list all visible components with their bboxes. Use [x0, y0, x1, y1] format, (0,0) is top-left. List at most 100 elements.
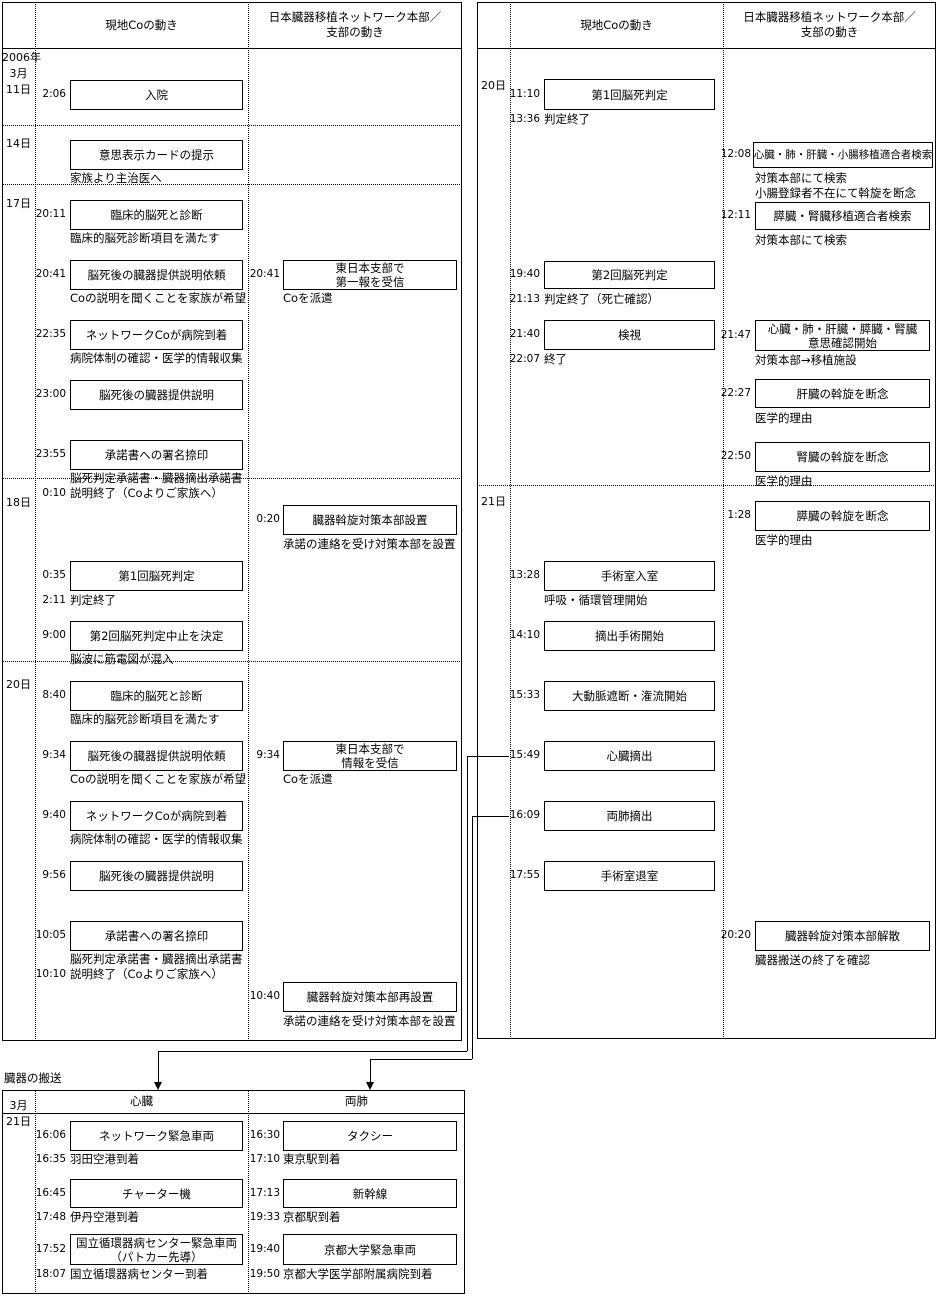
- event-time: 17:13: [249, 1187, 280, 1199]
- event-note: 対策本部にて検索: [755, 171, 847, 185]
- event-note: 臨床的脳死診断項目を満たす: [70, 231, 220, 245]
- event-box: 第1回脳死判定: [70, 561, 243, 591]
- lungs-extraction-to-transport-arrowhead-icon: [366, 1082, 374, 1090]
- left-date-label: 14日: [2, 136, 35, 152]
- lungs-extraction-to-transport-segment: [472, 816, 509, 817]
- event-note: 羽田空港到着: [70, 1152, 139, 1166]
- event-time: 9:56: [42, 869, 66, 881]
- event-box-label: 新幹線: [352, 1186, 388, 1201]
- event-time: 14:10: [509, 629, 540, 641]
- event-box: 臨床的脳死と診断: [70, 200, 243, 230]
- event-note: 判定終了: [70, 593, 116, 607]
- event-note: 伊丹空港到着: [70, 1210, 139, 1224]
- event-time: 23:00: [35, 388, 66, 400]
- right-column-divider: [723, 2, 724, 1039]
- event-box: 検視: [544, 320, 715, 350]
- event-box-label: 腎臓の斡旋を断念: [796, 450, 889, 464]
- event-time: 21:13: [509, 293, 540, 305]
- event-time: 11:10: [509, 88, 540, 100]
- event-time: 10:40: [249, 990, 280, 1002]
- heart-extraction-to-transport-segment: [158, 1051, 467, 1052]
- event-box-label: 第1回脳死判定: [591, 87, 668, 102]
- event-note: 臨床的脳死診断項目を満たす: [70, 712, 220, 726]
- event-note: 呼吸・循環管理開始: [544, 593, 648, 607]
- event-time: 13:36: [509, 113, 540, 125]
- event-note: 判定終了: [544, 112, 590, 126]
- event-time: 22:50: [720, 450, 751, 462]
- date-label-line: 3月: [9, 67, 28, 80]
- date-label-line: 21日: [481, 495, 506, 508]
- left-date-label: 20日: [2, 677, 35, 693]
- event-box: 心臓摘出: [544, 741, 715, 771]
- event-time: 19:50: [249, 1268, 280, 1280]
- left-column-divider: [248, 2, 249, 1041]
- event-box: 臓器斡旋対策本部再設置: [283, 982, 457, 1012]
- event-box-label: 手術室退室: [600, 869, 659, 883]
- event-box-label: 摘出手術開始: [595, 629, 664, 643]
- event-time: 12:08: [720, 148, 751, 160]
- heart-column-title: 心臓: [130, 1094, 153, 1108]
- event-note: 脳死判定承諾書・臓器摘出承諾書: [70, 471, 243, 485]
- event-box: 承諾書への署名捺印: [70, 440, 243, 470]
- event-box: ネットワーク緊急車両: [70, 1121, 243, 1151]
- left-column-divider: [35, 2, 36, 1041]
- event-box-label: 東日本支部で: [335, 261, 405, 275]
- event-note: 脳波に筋電図が混入: [70, 652, 174, 666]
- event-box-label: 手術室入室: [600, 569, 659, 583]
- event-box-label: 承諾書への署名捺印: [104, 448, 209, 462]
- event-time: 20:41: [35, 268, 66, 280]
- date-label-line: 21日: [6, 1115, 31, 1128]
- event-time: 16:45: [35, 1187, 66, 1199]
- event-box-label: 京都大学緊急車両: [324, 1242, 416, 1257]
- event-time: 22:07: [509, 353, 540, 365]
- right-panel-co-column-header: 現地Coの動き: [510, 2, 723, 48]
- event-time: 18:07: [35, 1268, 66, 1280]
- event-box: 承諾書への署名捺印: [70, 921, 243, 951]
- event-time: 1:28: [727, 509, 751, 521]
- event-time: 10:05: [35, 929, 66, 941]
- event-box-label: タクシー: [347, 1129, 393, 1143]
- event-box: 新幹線: [283, 1179, 457, 1208]
- event-box: 心臓・肺・肝臓・小腸移植適合者検索: [753, 142, 933, 168]
- left-panel-frame: [2, 2, 462, 1041]
- event-note: 承諾の連絡を受け対策本部を設置: [283, 1014, 456, 1028]
- left-section-divider: [2, 478, 462, 479]
- event-box-label: 意思確認開始: [808, 335, 877, 350]
- lungs-column-title: 両肺: [345, 1094, 368, 1108]
- lungs-extraction-to-transport-segment: [370, 1059, 472, 1060]
- event-note: 医学的理由: [755, 474, 813, 488]
- event-box-label: 入院: [145, 88, 168, 102]
- event-box-label: ネットワークCoが病院到着: [85, 328, 228, 342]
- network-column-title-line1: 日本臓器移植ネットワーク本部／: [268, 10, 442, 24]
- left-section-divider: [2, 125, 462, 126]
- event-box-label: 膵臓・腎臓移植適合者検索: [773, 209, 912, 223]
- event-time: 19:33: [249, 1211, 280, 1223]
- event-box: 大動脈遮断・潅流開始: [544, 681, 715, 711]
- network-column-title-line2: 支部の動き: [326, 25, 384, 39]
- event-time: 0:35: [42, 569, 66, 581]
- event-box-label: 膵臓の斡旋を断念: [796, 509, 889, 523]
- event-time: 0:20: [256, 513, 280, 525]
- event-time: 20:20: [720, 929, 751, 941]
- event-time: 23:55: [35, 448, 66, 460]
- date-label-line: 3月: [9, 1099, 28, 1112]
- event-box-label: 情報を受信: [341, 756, 399, 770]
- heart-extraction-to-transport-arrowhead-icon: [154, 1082, 162, 1090]
- event-time: 17:52: [35, 1243, 66, 1255]
- event-note: 判定終了（死亡確認）: [544, 292, 659, 306]
- right-panel-network-column-header: 日本臓器移植ネットワーク本部／ 支部の動き: [723, 2, 936, 48]
- event-box-label: 脳死後の臓器提供説明: [99, 388, 214, 402]
- event-box-label: 心臓・肺・肝臓・膵臓・腎臓: [767, 321, 918, 336]
- event-time: 19:40: [509, 268, 540, 280]
- event-box: 脳死後の臓器提供説明依頼: [70, 260, 243, 290]
- event-box-label: 意思表示カードの提示: [99, 148, 214, 162]
- date-label-line: 20日: [481, 79, 506, 92]
- event-time: 20:41: [249, 268, 280, 280]
- event-box: 脳死後の臓器提供説明: [70, 380, 243, 410]
- event-time: 15:49: [509, 749, 540, 761]
- event-box-label: 臓器斡旋対策本部設置: [312, 513, 428, 527]
- left-header-divider: [2, 48, 462, 49]
- event-box: 東日本支部で第一報を受信: [283, 260, 457, 290]
- event-box-label: 脳死後の臓器提供説明依頼: [87, 749, 226, 763]
